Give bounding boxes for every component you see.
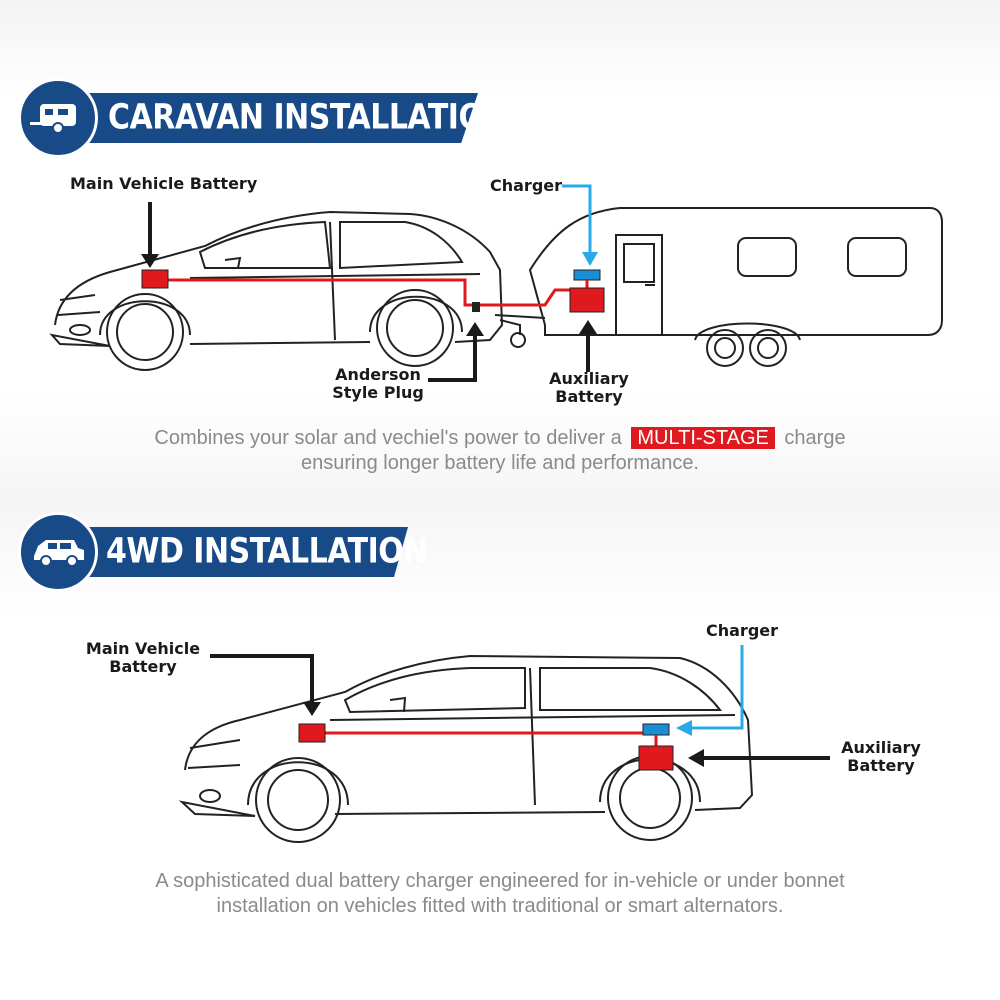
charger-arrow (562, 184, 598, 266)
auxiliary-arrow (688, 749, 830, 767)
caravan-section-background (0, 0, 1000, 490)
caravan-icon-badge (18, 78, 98, 158)
fourwd-caption: A sophisticated dual battery charger eng… (0, 869, 1000, 919)
fourwd-main-battery-label: Main Vehicle Battery (84, 640, 202, 676)
anderson-plug (472, 302, 480, 312)
caravan-wire (168, 278, 583, 307)
caravan-diagram (49, 184, 943, 382)
main-battery-arrow (141, 202, 159, 268)
charger-unit (573, 269, 601, 281)
anderson-arrow (428, 322, 484, 382)
caravan-outline (528, 207, 943, 367)
main-battery (141, 269, 169, 289)
anderson-label-line2: Style Plug (332, 383, 424, 402)
anderson-plug-label: Anderson Style Plug (330, 366, 426, 402)
tow-hitch (494, 314, 546, 348)
fourwd-caption-line2: installation on vehicles fitted with tra… (216, 895, 784, 917)
caravan-banner: CARAVAN INSTALLATION (18, 78, 509, 158)
fourwd-aux-label-line2: Battery (847, 756, 915, 775)
main-battery-arrow (210, 654, 321, 716)
caravan-caption-line2: ensuring longer battery life and perform… (300, 452, 699, 474)
caravan-caption: Combines your solar and vechiel's power … (0, 426, 1000, 476)
charger-arrow (676, 645, 744, 736)
multi-stage-highlight: MULTI-STAGE (631, 427, 775, 449)
auxiliary-arrow (579, 320, 597, 372)
caravan-icon (30, 104, 76, 134)
fourwd-aux-label-line1: Auxiliary (841, 738, 921, 757)
fourwd-banner: 4WD INSTALLATION (18, 512, 428, 592)
caravan-banner-bar (58, 93, 478, 143)
fourwd-banner-bar (58, 527, 408, 577)
auxiliary-battery-label: Auxiliary Battery (544, 370, 634, 406)
auxiliary-battery (638, 745, 674, 771)
car-outline (178, 654, 754, 843)
fourwd-caption-line1: A sophisticated dual battery charger eng… (155, 870, 845, 892)
fourwd-diagram (178, 645, 830, 843)
suv-icon (34, 540, 84, 567)
suv-icon-badge (18, 512, 98, 592)
fourwd-charger-label: Charger (706, 621, 779, 640)
caption-text-before: Combines your solar and vechiel's power … (154, 427, 622, 449)
anderson-label-line1: Anderson (335, 365, 421, 384)
caption-text-after: charge (784, 427, 846, 449)
auxiliary-label-line2: Battery (555, 387, 623, 406)
fourwd-title: 4WD INSTALLATION (106, 531, 428, 572)
charger-unit (642, 723, 670, 736)
car-outline (49, 210, 504, 371)
caravan-title: CARAVAN INSTALLATION (108, 97, 509, 138)
fourwd-auxiliary-label: Auxiliary Battery (836, 739, 926, 775)
auxiliary-label-line1: Auxiliary (549, 369, 629, 388)
auxiliary-battery (569, 287, 605, 313)
main-battery-label: Main Vehicle Battery (70, 174, 258, 193)
main-battery (298, 723, 326, 743)
charger-label: Charger (490, 176, 563, 195)
fourwd-main-label-line2: Battery (109, 657, 177, 676)
caravan-caption-line1: Combines your solar and vechiel's power … (0, 426, 1000, 451)
fourwd-main-label-line1: Main Vehicle (85, 639, 201, 658)
